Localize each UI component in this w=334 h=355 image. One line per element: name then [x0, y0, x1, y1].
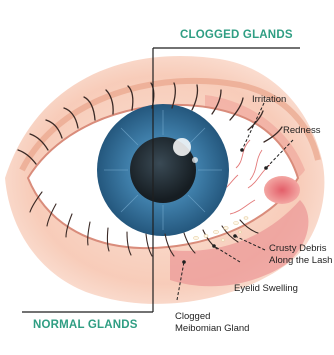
- callout-crusty-debris-line1: Crusty Debris: [269, 243, 327, 254]
- eye-highlight-small: [192, 157, 198, 163]
- callout-clogged-gland-line1: Clogged: [175, 311, 210, 322]
- callout-clogged-gland-line2: Meibomian Gland: [175, 323, 249, 334]
- clogged-glands-heading: CLOGGED GLANDS: [180, 29, 293, 41]
- callout-eyelid-swelling: Eyelid Swelling: [234, 283, 298, 294]
- eye-highlight: [173, 138, 191, 156]
- normal-glands-heading: NORMAL GLANDS: [33, 319, 138, 331]
- tear-duct-swelling: [264, 176, 300, 204]
- callout-irritation: Irritation: [252, 94, 286, 105]
- callout-crusty-debris-line2: Along the Lash: [269, 255, 332, 266]
- callout-redness: Redness: [283, 125, 321, 136]
